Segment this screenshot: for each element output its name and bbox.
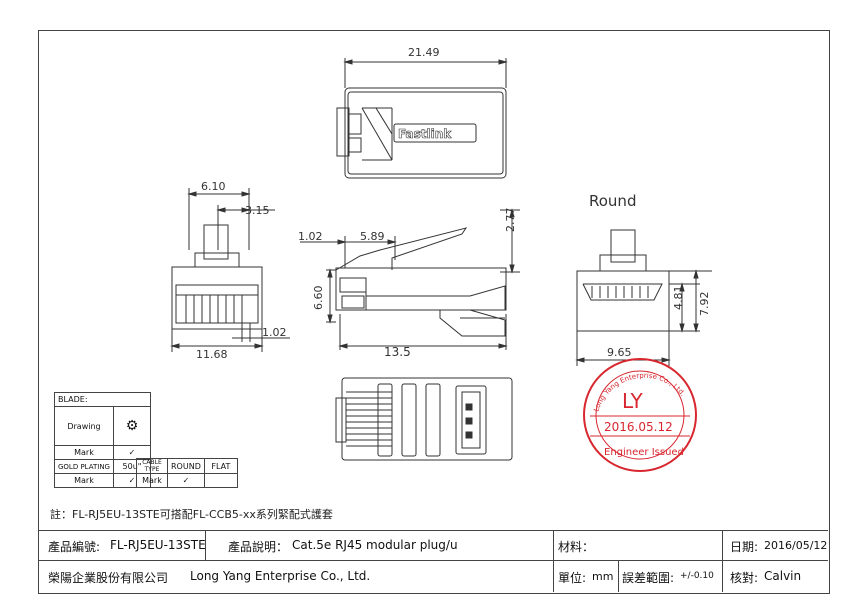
dim-front-half: 3.15 [245,204,270,217]
company-cn: 榮陽企業股份有限公司 [48,571,169,585]
tolerance-label: 誤差範圍: [622,571,675,585]
top-view [336,58,508,179]
material-label: 材料： [558,540,595,554]
brand-text: Fastlink [398,127,452,141]
engineer-stamp: Long Yang Enterprise Co., Ltd. LY 2016.0… [583,358,697,472]
cable-type-label: CABLE TYPE [136,458,168,474]
dim-top-length: 21.49 [408,46,440,59]
unit-label: 單位: [558,571,587,585]
product-no-value: FL-RJ5EU-13STE [110,538,206,552]
round-view [575,229,712,366]
blade-header: BLADE: [54,392,151,407]
dim-front-width: 6.10 [201,180,226,193]
dim-round-inner: 4.81 [672,286,685,311]
product-desc-label: 產品說明： [228,540,289,554]
checker-value: Calvin [764,569,802,583]
product-no-label: 產品編號: [48,540,101,554]
round-label-cell: ROUND [167,458,205,474]
stamp-initials: LY [622,389,643,413]
stamp-date: 2016.05.12 [604,420,673,434]
date-value: 2016/05/12 [764,539,828,552]
drawing-frame [38,30,830,594]
dim-side-latch-height: 2.77 [504,208,517,233]
mark-check-3: ✓ [167,473,205,488]
round-label: Round [589,192,636,210]
drawing-label: Drawing [54,406,114,446]
tolerance-value: +/-0.10 [680,571,714,581]
side-view [300,208,520,350]
dim-side-length: 13.5 [384,345,411,359]
note-text: 註：FL-RJ5EU-13STE可搭配FL-CCB5-xx系列緊配式護套 [50,508,333,521]
stamp-issued: Engineer Issued [604,447,684,458]
front-view [170,188,290,352]
company-en: Long Yang Enterprise Co., Ltd. [190,569,371,583]
bottom-view [335,377,513,461]
dim-side-height: 6.60 [312,286,325,311]
dim-side-tip: 1.02 [298,230,323,243]
flat-label-cell: FLAT [203,458,238,474]
date-label: 日期: [730,540,759,554]
checker-label: 核對: [730,571,759,585]
dim-front-total: 11.68 [196,348,228,361]
mark-label: Mark [54,445,114,460]
title-block-mid-line [38,560,828,561]
blade-drawing-icon: ⚙ [112,406,151,446]
unit-value: mm [592,570,614,583]
mark-label-3: Mark [136,473,168,488]
dim-round-width: 9.65 [607,346,632,359]
product-desc-value: Cat.5e RJ45 modular plug/u [292,538,458,552]
spec-table-cable: CABLE TYPE ROUND FLAT Mark ✓ [136,458,238,488]
dim-side-latch: 5.89 [360,230,385,243]
mark-label-2: Mark [54,473,114,488]
gold-plating-label: GOLD PLATING [54,459,114,474]
dim-round-outer: 7.92 [698,292,711,317]
title-block-top-line [38,530,828,531]
dim-front-pitch: 1.02 [262,326,287,339]
mark-empty [203,473,238,488]
